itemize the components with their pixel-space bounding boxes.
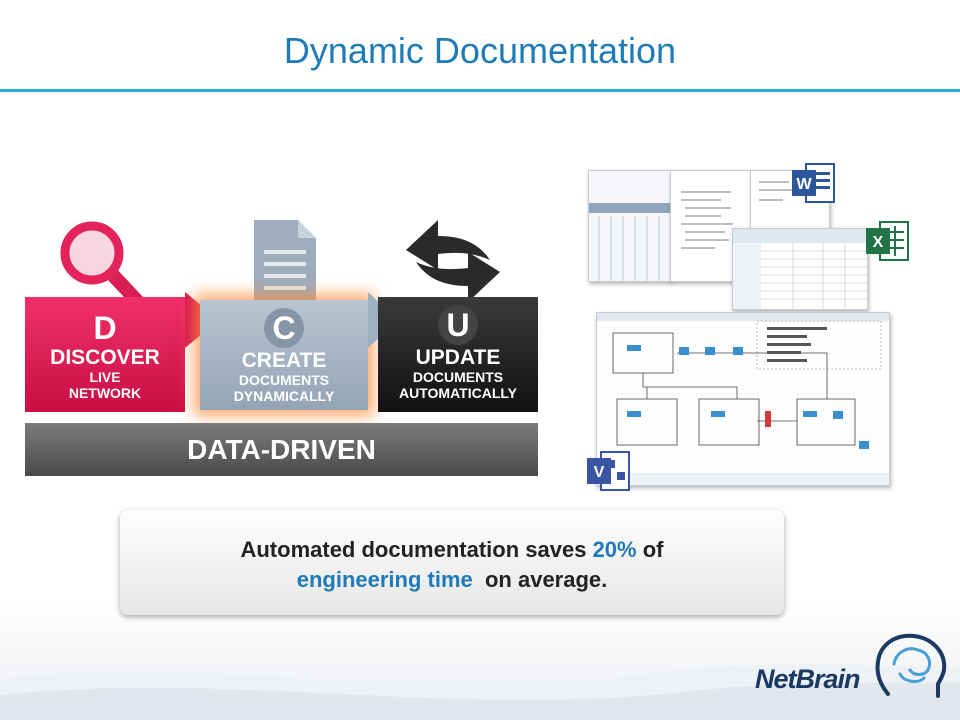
discover-step: D DISCOVER LIVE NETWORK	[25, 297, 185, 412]
callout-highlight-percent: 20%	[592, 537, 637, 562]
update-step: U UPDATE DOCUMENTS AUTOMATICALLY	[378, 297, 538, 412]
visio-icon: V	[587, 451, 630, 491]
word-icon: W	[792, 163, 835, 203]
callout-text: Automated documentation saves	[240, 537, 593, 562]
svg-text:W: W	[796, 176, 812, 193]
refresh-arrows-icon	[406, 220, 500, 302]
callout-line-2: engineering time on average.	[120, 567, 784, 593]
create-sub-1: DOCUMENTS	[238, 372, 330, 388]
create-word: CREATE	[241, 349, 327, 372]
callout-highlight-time: engineering time	[296, 567, 473, 592]
netbrain-logo: NetBrain	[755, 664, 861, 694]
callout-text: on average.	[472, 567, 608, 592]
update-sub-2: AUTOMATICALLY	[399, 385, 517, 401]
update-letter: U	[438, 305, 478, 345]
spreadsheet-image	[733, 229, 867, 309]
brain-head-logo-icon	[875, 633, 947, 698]
update-sub-1: DOCUMENTS	[412, 369, 504, 385]
excel-icon: X	[866, 221, 909, 261]
doc-toc-image	[681, 191, 733, 249]
savings-callout: Automated documentation saves 20% of eng…	[120, 510, 784, 615]
discover-sub-1: LIVE	[89, 369, 121, 385]
title-divider	[0, 89, 960, 92]
create-letter: C	[264, 308, 304, 348]
callout-line-1: Automated documentation saves 20% of	[120, 537, 784, 563]
document-icon	[254, 220, 316, 306]
discover-letter: D	[93, 310, 117, 346]
update-word: UPDATE	[415, 346, 501, 369]
network-diagram-image	[597, 313, 889, 485]
create-step: C CREATE DOCUMENTS DYNAMICALLY	[200, 300, 368, 410]
doc-cover-image	[589, 171, 671, 281]
doc-page-image	[759, 181, 803, 201]
create-sub-2: DYNAMICALLY	[233, 388, 335, 404]
svg-text:V: V	[594, 464, 605, 481]
footer-wave-decoration	[0, 664, 960, 720]
svg-text:X: X	[873, 234, 884, 251]
data-driven-bar: DATA-DRIVEN	[25, 423, 538, 476]
discover-word: DISCOVER	[50, 346, 160, 369]
discover-sub-2: NETWORK	[68, 385, 142, 401]
page-title: Dynamic Documentation	[283, 30, 677, 71]
magnifier-icon	[60, 221, 147, 310]
callout-text: of	[636, 537, 664, 562]
